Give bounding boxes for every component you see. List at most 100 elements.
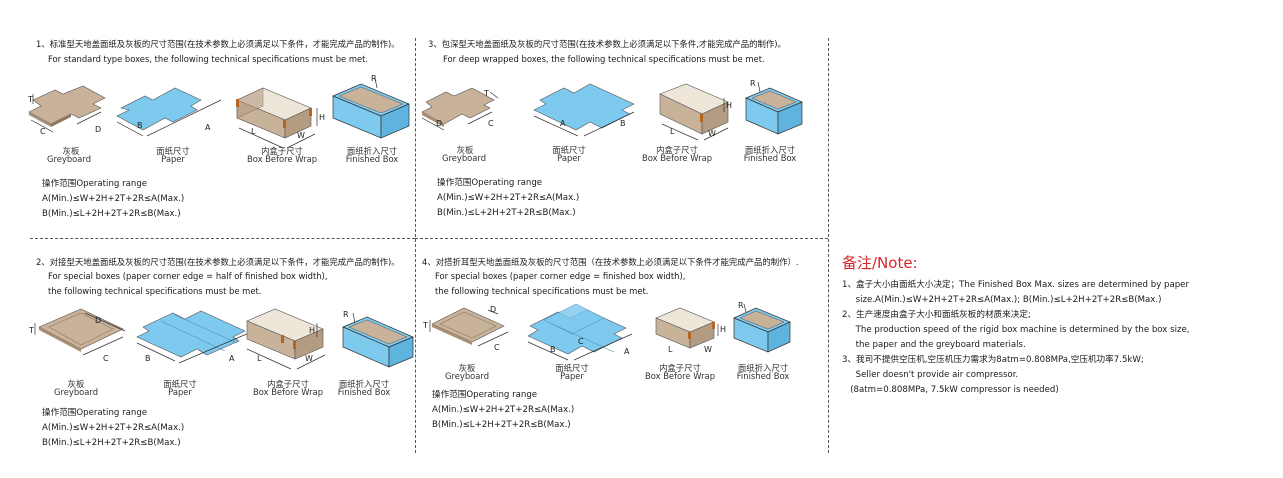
caption-finished-box-1-cn: 面纸折入尺寸 [346, 146, 398, 156]
section-4-heading-en-1: For special boxes (paper corner edge = f… [435, 271, 686, 281]
svg-text:D: D [436, 119, 442, 128]
svg-text:C: C [103, 354, 109, 363]
svg-text:H: H [726, 101, 732, 110]
caption-greyboard-4-cn: 灰板 [458, 363, 476, 373]
caption-paper-1-en: Paper [161, 154, 185, 164]
section-1-heading-en: For standard type boxes, the following t… [48, 54, 369, 64]
section-3-range-title: 操作范围Operating range [437, 178, 543, 188]
svg-text:D: D [95, 125, 101, 134]
svg-text:R: R [738, 301, 744, 310]
caption-greyboard-1-en: Greyboard [46, 154, 92, 164]
section-2-range-a: A(Min.)≤W+2H+2T+2R≤A(Max.) [42, 423, 185, 433]
caption-paper-1-cn: 面纸尺寸 [156, 146, 190, 156]
section-4-heading-en-2: the following technical specifications m… [435, 286, 649, 296]
finished-box-4: R [733, 301, 791, 353]
section-2-heading-en-1: For special boxes (paper corner edge = h… [48, 271, 328, 281]
paper-cross-3: A B [533, 83, 635, 137]
svg-text:T: T [28, 326, 34, 335]
note-body: 1、盒子大小由面纸大小决定；The Finished Box Max. size… [842, 278, 1190, 398]
vertical-divider-2 [828, 38, 829, 453]
section-4-figures: T C D B A C H L W [422, 301, 791, 361]
svg-text:D: D [95, 316, 101, 325]
caption-box-before-wrap-1-en: Box Before Wrap [246, 154, 318, 164]
section-4-range-b: B(Min.)≤L+2H+2T+2R≤B(Max.) [432, 420, 571, 430]
svg-text:A: A [229, 354, 235, 363]
svg-text:T: T [483, 89, 489, 98]
svg-text:B: B [550, 345, 556, 354]
svg-text:W: W [708, 129, 716, 138]
caption-finished-box-2-en: Finished Box [337, 387, 391, 397]
svg-text:C: C [488, 119, 494, 128]
caption-greyboard-2-en: Greyboard [53, 387, 99, 397]
section-1-range-b: B(Min.)≤L+2H+2T+2R≤B(Max.) [42, 209, 181, 219]
section-3-range-b: B(Min.)≤L+2H+2T+2R≤B(Max.) [437, 208, 576, 218]
svg-text:T: T [422, 321, 428, 330]
box-before-wrap-3: H L W [659, 83, 732, 141]
svg-text:T: T [27, 95, 33, 104]
note-line-6: 3、我司不提供空压机,空压机压力需求为8atm=0.808MPa,空压机功率7.… [842, 355, 1144, 365]
caption-finished-box-4-en: Finished Box [736, 371, 790, 381]
svg-text:C: C [40, 127, 46, 136]
svg-text:B: B [137, 121, 143, 130]
box-before-wrap-4: H L W [655, 307, 726, 354]
finished-box-1: R [332, 74, 410, 139]
caption-finished-box-3-en: Finished Box [743, 153, 797, 163]
section-3-range-a: A(Min.)≤W+2H+2T+2R≤A(Max.) [437, 193, 580, 203]
paper-cross-1: B A [116, 87, 222, 137]
section-4-range-a: A(Min.)≤W+2H+2T+2R≤A(Max.) [432, 405, 575, 415]
finished-box-3: R [745, 79, 803, 135]
caption-paper-3-en: Paper [557, 153, 581, 163]
greyboard-cross-1: T C D [27, 85, 106, 136]
section-1-range-a: A(Min.)≤W+2H+2T+2R≤A(Max.) [42, 194, 185, 204]
section-2-heading-cn: 2、对接型天地盖面纸及灰板的尺寸范围(在技术参数上必须满足以下条件，才能完成产品… [36, 257, 400, 267]
caption-paper-4-en: Paper [560, 371, 584, 381]
svg-text:A: A [205, 123, 211, 132]
svg-text:R: R [343, 310, 349, 319]
caption-paper-3-cn: 面纸尺寸 [552, 145, 586, 155]
section-1-heading-cn: 1、标准型天地盖面纸及灰板的尺寸范围(在技术参数上必须满足以下条件，才能完成产品… [36, 39, 400, 49]
caption-box-before-wrap-4-cn: 内盒子尺寸 [659, 363, 701, 373]
caption-greyboard-1-cn: 灰板 [62, 146, 80, 156]
caption-box-before-wrap-3-cn: 内盒子尺寸 [656, 145, 698, 155]
svg-text:R: R [750, 79, 756, 88]
paper-cross-2: B A [136, 310, 250, 364]
section-1-range-title: 操作范围Operating range [42, 179, 148, 189]
note-title: 备注/Note: [842, 254, 918, 272]
box-before-wrap-1: H L W [236, 87, 325, 149]
horizontal-divider-left [30, 238, 415, 239]
horizontal-divider-mid [415, 238, 828, 239]
caption-box-before-wrap-2-cn: 内盒子尺寸 [267, 379, 309, 389]
svg-text:L: L [668, 345, 673, 354]
greyboard-cross-3: T D C [421, 87, 499, 131]
caption-paper-2-cn: 面纸尺寸 [163, 379, 197, 389]
caption-paper-2-en: Paper [168, 387, 192, 397]
section-4-range-title: 操作范围Operating range [432, 390, 538, 400]
caption-greyboard-2-cn: 灰板 [67, 379, 85, 389]
caption-finished-box-2-cn: 面纸折入尺寸 [338, 379, 390, 389]
caption-finished-box-4-cn: 面纸折入尺寸 [737, 363, 789, 373]
greyboard-flat-4: T C D [422, 305, 509, 352]
paper-overlap-4: B A C [527, 303, 633, 361]
section-2-heading-en-2: the following technical specifications m… [48, 286, 262, 296]
section-3-heading-cn: 3、包深型天地盖面纸及灰板的尺寸范围(在技术参数上必须满足以下条件,才能完成产品… [428, 39, 786, 49]
svg-text:C: C [578, 337, 584, 346]
greyboard-flat-2: T D C [28, 308, 126, 363]
svg-text:H: H [309, 326, 315, 335]
box-before-wrap-2: H L W [246, 308, 326, 370]
section-2-range-title: 操作范围Operating range [42, 408, 148, 418]
caption-finished-box-1-en: Finished Box [345, 154, 399, 164]
note-line-3: 2、生产速度由盒子大小和面纸灰板的材质来决定; [842, 310, 1031, 320]
caption-box-before-wrap-1-cn: 内盒子尺寸 [261, 146, 303, 156]
section-4-heading-cn: 4、对搭折耳型天地盖面纸及灰板的尺寸范围（在技术参数上必须满足以下条件才能完成产… [422, 257, 799, 267]
svg-text:W: W [704, 345, 712, 354]
section-1-figures: T C D B A H L W [27, 74, 410, 149]
svg-text:A: A [624, 347, 630, 356]
svg-text:D: D [490, 305, 496, 314]
section-2-figures: T D C B A H L W [28, 308, 414, 370]
caption-greyboard-3-en: Greyboard [441, 153, 487, 163]
section-2-range-b: B(Min.)≤L+2H+2T+2R≤B(Max.) [42, 438, 181, 448]
svg-text:W: W [305, 354, 313, 363]
note-line-5: the paper and the greyboard materials. [842, 340, 1026, 350]
caption-box-before-wrap-4-en: Box Before Wrap [644, 371, 716, 381]
svg-text:H: H [720, 325, 726, 334]
